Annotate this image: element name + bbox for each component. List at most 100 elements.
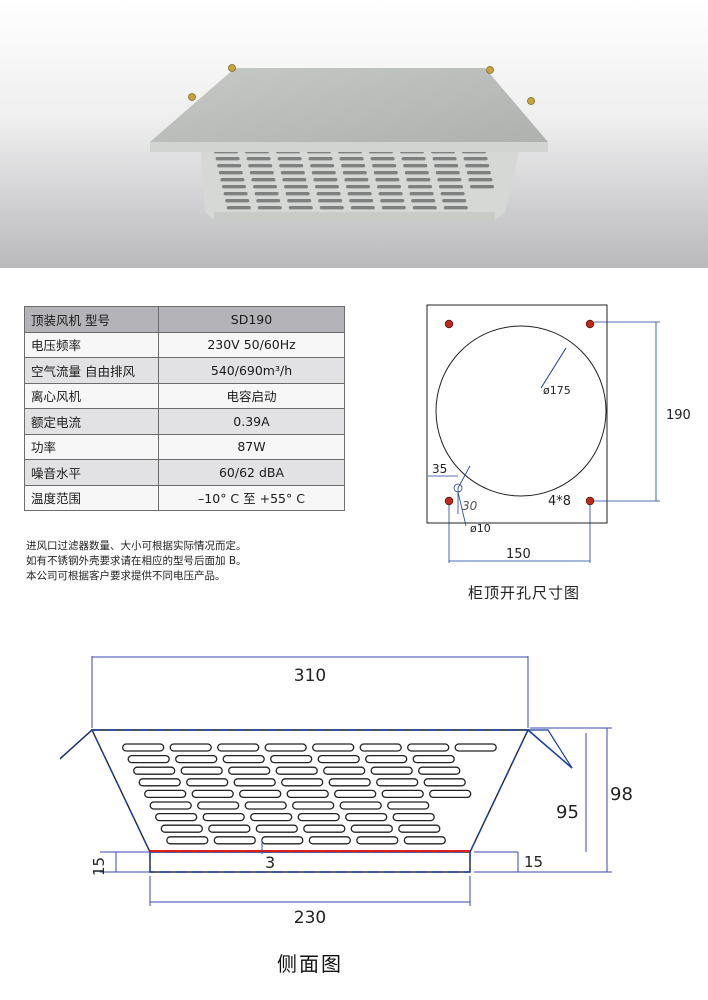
spec-value: 540/690m³/h: [158, 357, 345, 384]
louver-slot: [372, 164, 397, 168]
louver-slot: [318, 199, 343, 203]
vent-slot: [138, 778, 181, 787]
vent-slot: [155, 812, 198, 822]
vent-slot: [345, 812, 388, 822]
louver-slot: [251, 178, 276, 182]
louver-slot: [319, 206, 344, 210]
vent-slot: [270, 754, 313, 764]
table-row: 额定电流 0.39A: [24, 408, 345, 435]
vent-slot: [350, 824, 393, 833]
left-lip-label: 15: [90, 857, 108, 876]
spec-value: –10° C 至 +55° C: [158, 484, 345, 511]
louver-slot: [344, 178, 369, 182]
louver-slot: [287, 199, 312, 203]
louver-slot: [254, 192, 279, 196]
spec-label: 顶装风机 型号: [24, 306, 159, 333]
louver-slot: [220, 178, 245, 182]
louver-slot: [349, 199, 374, 203]
body-height-label: 95: [556, 802, 579, 823]
spec-value: 60/62 dBA: [158, 459, 345, 486]
louver-slot: [463, 157, 488, 161]
vent-slot: [297, 812, 340, 822]
vent-slot: [334, 789, 377, 799]
vent-slot: [255, 824, 298, 833]
vent-slot: [186, 778, 229, 787]
note-line: 如有不锈钢外壳要求请在相应的型号后面加 B。: [26, 555, 247, 567]
louver-slot: [313, 178, 338, 182]
vent-slot: [365, 754, 408, 764]
spec-value: SD190: [158, 306, 345, 333]
louver-slot: [412, 206, 437, 210]
louver-slot: [378, 192, 403, 196]
vent-slot: [312, 743, 355, 752]
spec-value: 0.39A: [158, 408, 345, 435]
vent-slot: [244, 801, 287, 810]
louver-slot: [277, 157, 302, 161]
vent-slot: [149, 801, 192, 810]
louver-slot: [253, 185, 277, 189]
vent-slot: [454, 743, 497, 752]
louver-slot: [280, 171, 305, 175]
louver-slot: [347, 192, 372, 196]
louver-slot: [401, 157, 426, 161]
bottom-width-label: 230: [294, 908, 326, 928]
table-row: 电压频率 230V 50/60Hz: [24, 331, 345, 358]
louver-slot: [380, 199, 405, 203]
louver-slot: [442, 199, 467, 203]
vent-slot: [133, 766, 176, 775]
louver-slot: [440, 192, 465, 196]
vent-slot: [308, 836, 351, 845]
louver-slot: [465, 164, 490, 168]
vent-slot: [160, 824, 203, 833]
louver-slot: [223, 192, 248, 196]
spec-label: 功率: [24, 433, 159, 460]
vent-slot: [403, 836, 446, 845]
spec-label: 额定电流: [24, 408, 159, 435]
vent-slot: [398, 824, 441, 833]
louver-slot: [375, 178, 400, 182]
side-view-caption: 侧面图: [277, 952, 343, 976]
vent-slot: [412, 754, 455, 764]
table-row: 顶装风机 型号 SD190: [24, 306, 345, 333]
spec-label: 电压频率: [24, 331, 159, 358]
vent-slot: [392, 812, 435, 822]
louver-slot: [279, 164, 304, 168]
notes: 进风口过滤器数量、大小可根据实际情况而定。 如有不锈钢外壳要求请在相应的型号后面…: [26, 539, 366, 584]
louver-slot: [434, 164, 459, 168]
louver-slot: [256, 199, 281, 203]
louver-slot: [257, 206, 282, 210]
vent-slot: [275, 766, 318, 775]
spec-value: 87W: [158, 433, 345, 460]
louver-slot: [381, 206, 406, 210]
vent-slot: [418, 766, 461, 775]
note-line: 本公司可根据客户要求提供不同电压产品。: [26, 570, 226, 582]
vent-slot: [407, 743, 450, 752]
vent-slot: [339, 801, 382, 810]
louver-slot: [404, 171, 429, 175]
louver-slot: [285, 192, 310, 196]
table-row: 温度范围 –10° C 至 +55° C: [24, 484, 345, 511]
vent-slot: [191, 789, 234, 799]
spec-table: 顶装风机 型号 SD190 电压频率 230V 50/60Hz 空气流量 自由排…: [24, 306, 345, 511]
vent-slot: [213, 836, 256, 845]
table-row: 功率 87W: [24, 433, 345, 460]
louver-slot: [435, 171, 460, 175]
vent-slot: [217, 743, 260, 752]
louver-slot: [222, 185, 246, 189]
table-row: 空气流量 自由排风 540/690m³/h: [24, 357, 345, 384]
louver-slot: [339, 157, 364, 161]
louver-slot: [437, 178, 462, 182]
louver-slot: [466, 171, 491, 175]
louver-slot: [246, 157, 271, 161]
vent-slot: [292, 801, 335, 810]
louver-slot: [373, 171, 398, 175]
louver-slot: [468, 178, 493, 182]
hole-count-label: 4*8: [548, 494, 571, 509]
vent-slot: [250, 812, 293, 822]
vent-slot: [387, 801, 430, 810]
vent-slot: [281, 778, 324, 787]
right-lip-label: 15: [524, 853, 543, 871]
spec-label: 温度范围: [24, 484, 159, 511]
louver-slot: [316, 192, 341, 196]
vent-slot: [222, 754, 265, 764]
